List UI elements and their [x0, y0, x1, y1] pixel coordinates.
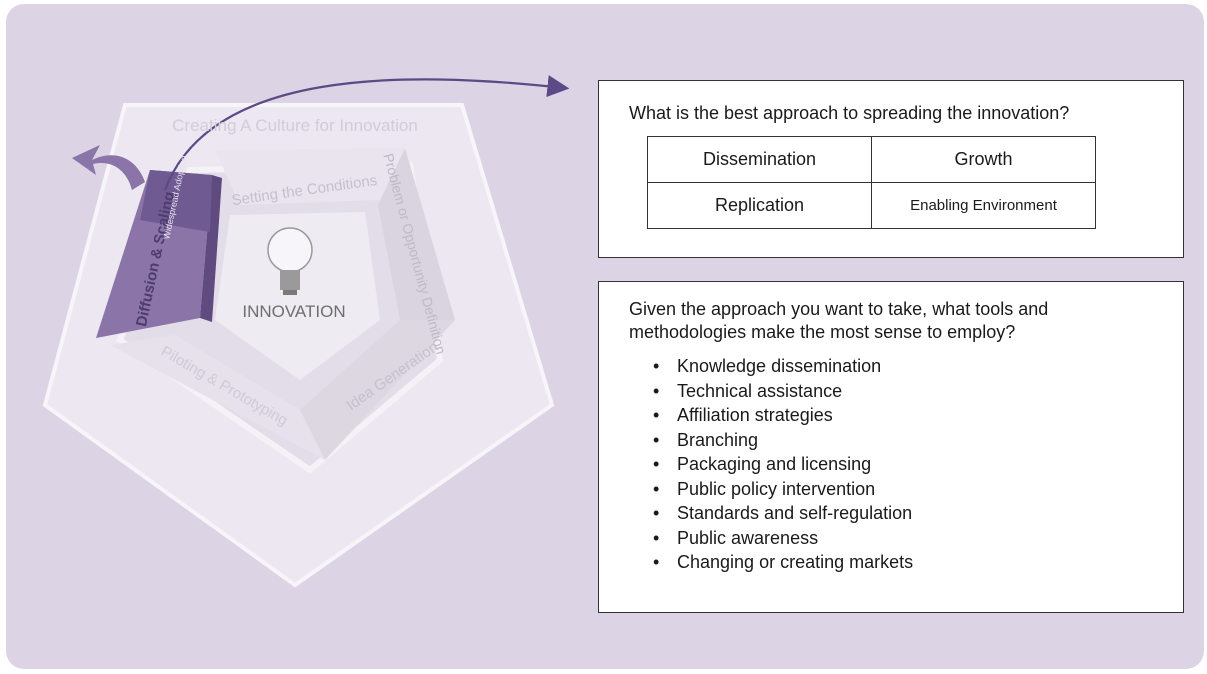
- bullet-icon: •: [653, 405, 660, 425]
- list-item: • Changing or creating markets: [653, 550, 913, 575]
- list-item: • Affiliation strategies: [653, 403, 913, 428]
- light-bulb-icon: [267, 227, 313, 295]
- bullet-icon: •: [653, 552, 660, 572]
- list-item-label: Standards and self-regulation: [677, 503, 913, 523]
- table-row: Replication Enabling Environment: [647, 182, 1096, 229]
- culture-label: Creating A Culture for Innovation: [172, 116, 418, 135]
- center-label: INNOVATION: [242, 302, 345, 321]
- bullet-icon: •: [653, 356, 660, 376]
- list-item: • Public policy intervention: [653, 477, 913, 502]
- list-item: • Public awareness: [653, 526, 913, 551]
- list-item: • Technical assistance: [653, 379, 913, 404]
- table-cell: Enabling Environment: [871, 182, 1096, 229]
- approach-question: What is the best approach to spreading t…: [629, 103, 1070, 123]
- table-row: Dissemination Growth: [647, 136, 1096, 183]
- tools-box: Given the approach you want to take, wha…: [598, 281, 1184, 613]
- list-item-label: Branching: [677, 429, 759, 450]
- tools-question: Given the approach you want to take, wha…: [629, 299, 1049, 342]
- approach-table: Dissemination Growth Replication Enablin…: [647, 136, 1096, 229]
- list-item-label: Public policy intervention: [677, 478, 876, 499]
- connector-arrow: [163, 75, 570, 191]
- table-cell: Replication: [647, 182, 872, 229]
- list-item-label: Knowledge dissemination: [677, 356, 882, 376]
- list-item: • Packaging and licensing: [653, 452, 913, 477]
- segment-diffusion-edge: [200, 175, 222, 322]
- list-item-label: Changing or creating markets: [677, 552, 914, 572]
- list-item-label: Packaging and licensing: [677, 454, 872, 474]
- segment-setting-conditions: [215, 148, 405, 205]
- bullet-icon: •: [653, 527, 660, 548]
- segment-idea-generation: [300, 320, 455, 460]
- bullet-icon: •: [653, 478, 660, 499]
- bullet-icon: •: [653, 503, 660, 523]
- table-cell: Dissemination: [647, 136, 872, 183]
- approach-box: What is the best approach to spreading t…: [598, 80, 1184, 258]
- segment-piloting: [110, 335, 325, 460]
- innovation-diagram: Creating A Culture for Innovation INNOVA…: [42, 75, 570, 588]
- list-item-label: Affiliation strategies: [677, 405, 833, 425]
- list-item: • Branching: [653, 428, 913, 453]
- segment-widespread-adoption: [140, 170, 212, 232]
- list-item: • Standards and self-regulation: [653, 501, 913, 526]
- list-item-label: Technical assistance: [677, 380, 843, 401]
- segment-problem-definition: [378, 148, 455, 320]
- bullet-icon: •: [653, 380, 660, 401]
- bullet-icon: •: [653, 429, 660, 450]
- bullet-icon: •: [653, 454, 660, 474]
- center-well: [215, 212, 380, 380]
- tools-list: • Knowledge dissemination • Technical assi…: [653, 354, 913, 575]
- table-cell: Growth: [871, 136, 1096, 183]
- list-item-label: Public awareness: [677, 527, 819, 548]
- list-item: • Knowledge dissemination: [653, 354, 913, 379]
- exit-arrow: [72, 145, 145, 190]
